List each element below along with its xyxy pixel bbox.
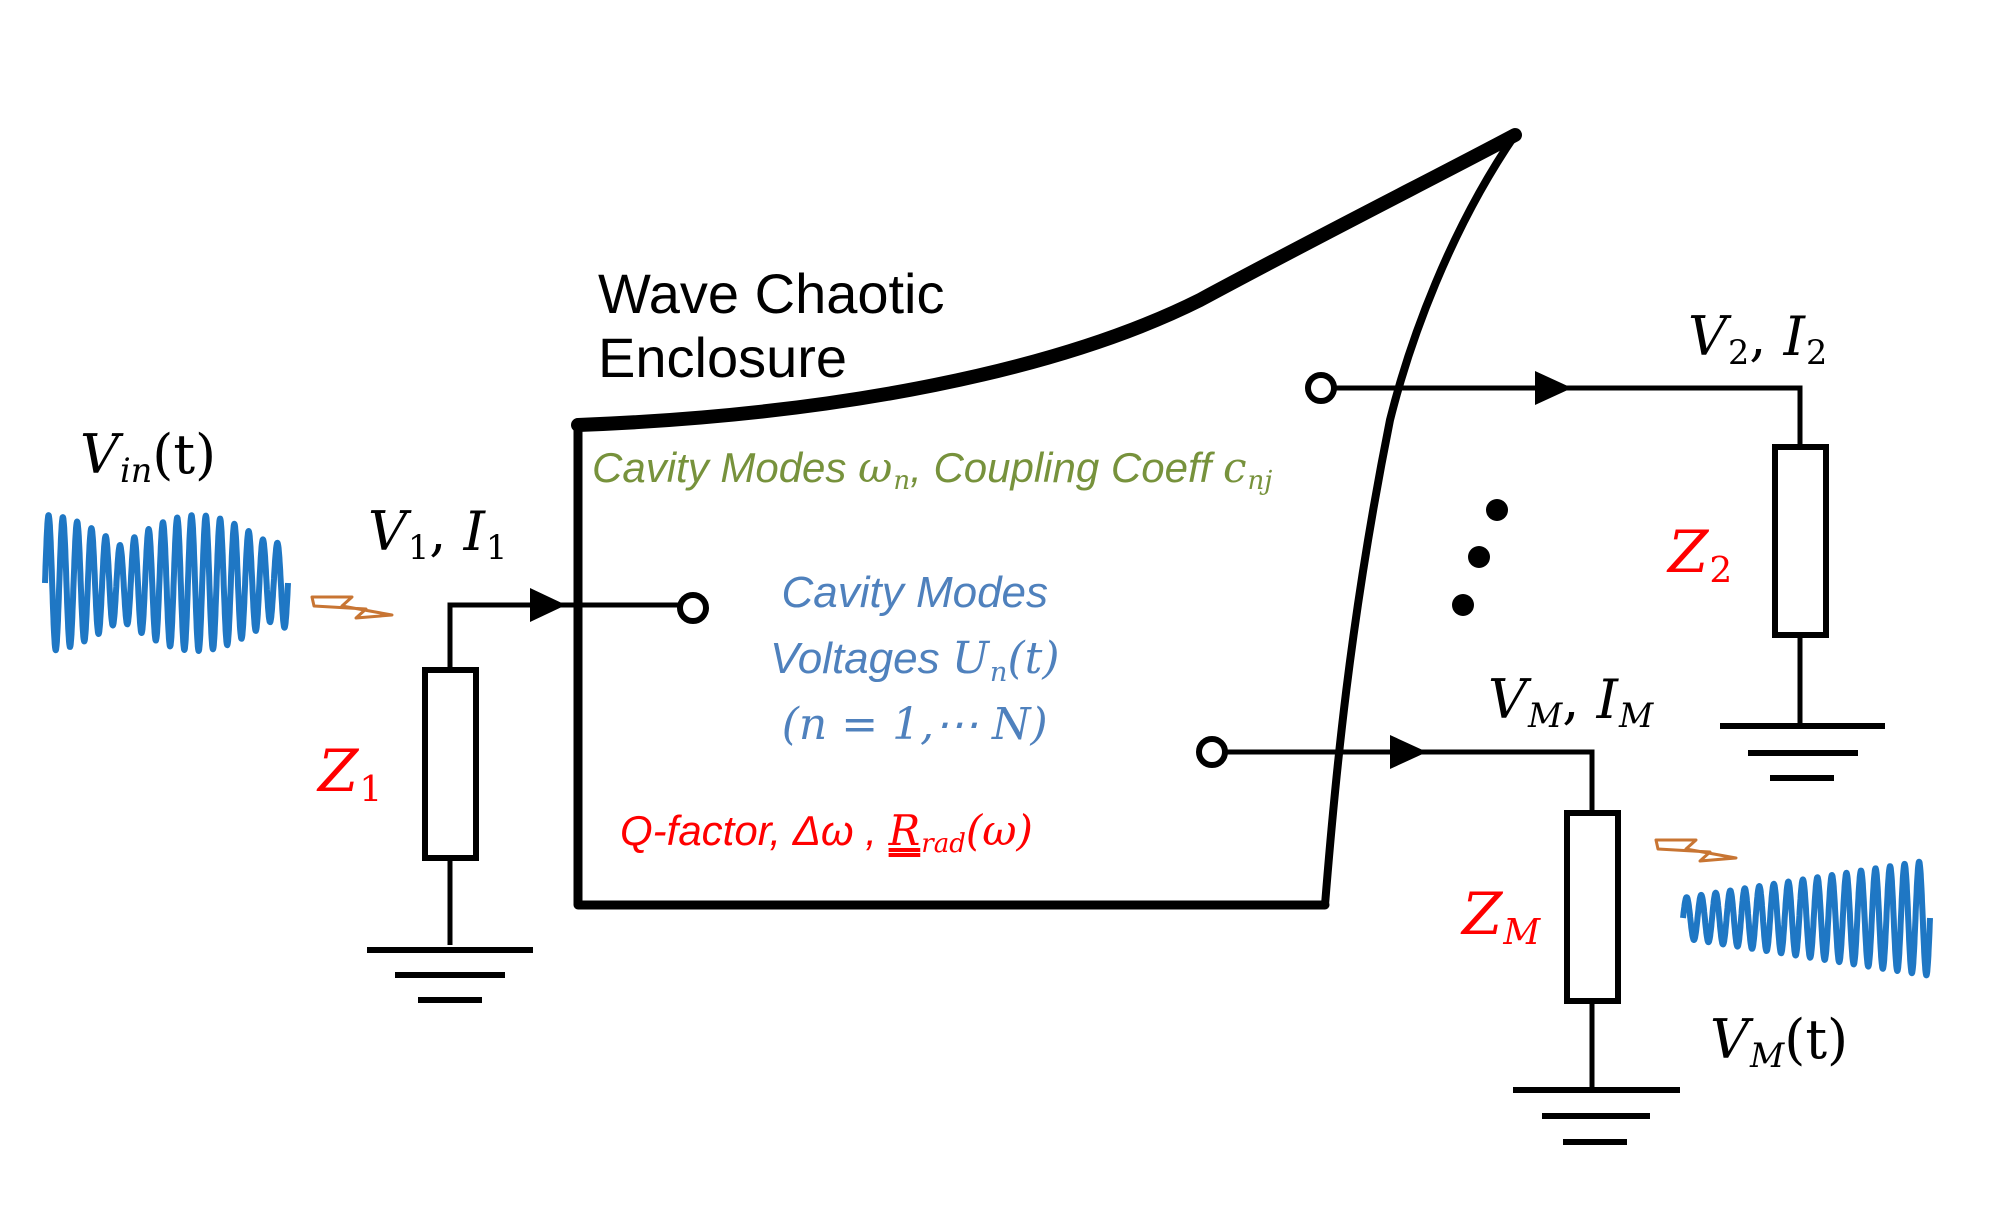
output-waveform xyxy=(1680,858,1933,979)
port1-voltage-current-label: V1, I1 xyxy=(368,500,508,568)
port1-impedance-label: Z1 xyxy=(318,737,383,811)
portM-impedance-label: ZM xyxy=(1462,880,1541,954)
loss-parameters-label: Q-factor, Δω , Rrad(ω) xyxy=(620,806,1033,860)
resistor-icon xyxy=(1772,444,1829,638)
port2-circuit xyxy=(1305,371,1885,781)
enclosure-title-line1: Wave Chaotic xyxy=(598,262,945,325)
port1-circuit xyxy=(367,588,709,1003)
voltages-line2: Voltages Un(t) xyxy=(770,633,1060,688)
lightning-bolt-icon xyxy=(310,595,394,620)
portM-circuit xyxy=(1196,735,1680,1145)
resistor-icon xyxy=(1564,810,1621,1004)
voltages-line3: (n = 1,⋯ N) xyxy=(781,699,1048,750)
port1-terminal xyxy=(677,592,709,624)
portM-voltage-current-label: VM, IM xyxy=(1488,668,1654,736)
port2-impedance-label: Z2 xyxy=(1668,518,1733,592)
port2-voltage-current-label: V2, I2 xyxy=(1688,305,1828,373)
enclosure-title: Wave Chaotic Enclosure xyxy=(598,262,945,390)
portM-terminal xyxy=(1196,736,1228,768)
input-waveform xyxy=(42,512,291,654)
arrow-right-icon xyxy=(1390,735,1427,769)
port1-wire xyxy=(447,602,690,945)
enclosure-left-bottom xyxy=(573,420,1330,910)
input-signal-label: Vin(t) xyxy=(80,423,217,491)
output-signal-label: VM(t) xyxy=(1710,1008,1849,1076)
port2-terminal xyxy=(1305,372,1337,404)
lightning-bolt-icon xyxy=(1654,838,1738,863)
arrow-right-icon xyxy=(1535,371,1572,405)
enclosure-outline xyxy=(571,128,1522,910)
ellipsis-dots-icon xyxy=(1452,499,1508,616)
enclosure-title-line2: Enclosure xyxy=(598,325,848,389)
voltages-line1: Cavity Modes xyxy=(781,568,1049,617)
resistor-icon xyxy=(422,667,479,861)
cavity-modes-coupling-label: Cavity Modes ωn, Coupling Coeff cnj xyxy=(592,443,1273,497)
cavity-modes-voltages-block: Cavity Modes Voltages Un(t) (n = 1,⋯ N) xyxy=(770,560,1060,758)
enclosure-top-curve xyxy=(571,128,1522,432)
enclosure-right-curve xyxy=(1321,131,1519,909)
arrow-right-icon xyxy=(530,588,566,622)
